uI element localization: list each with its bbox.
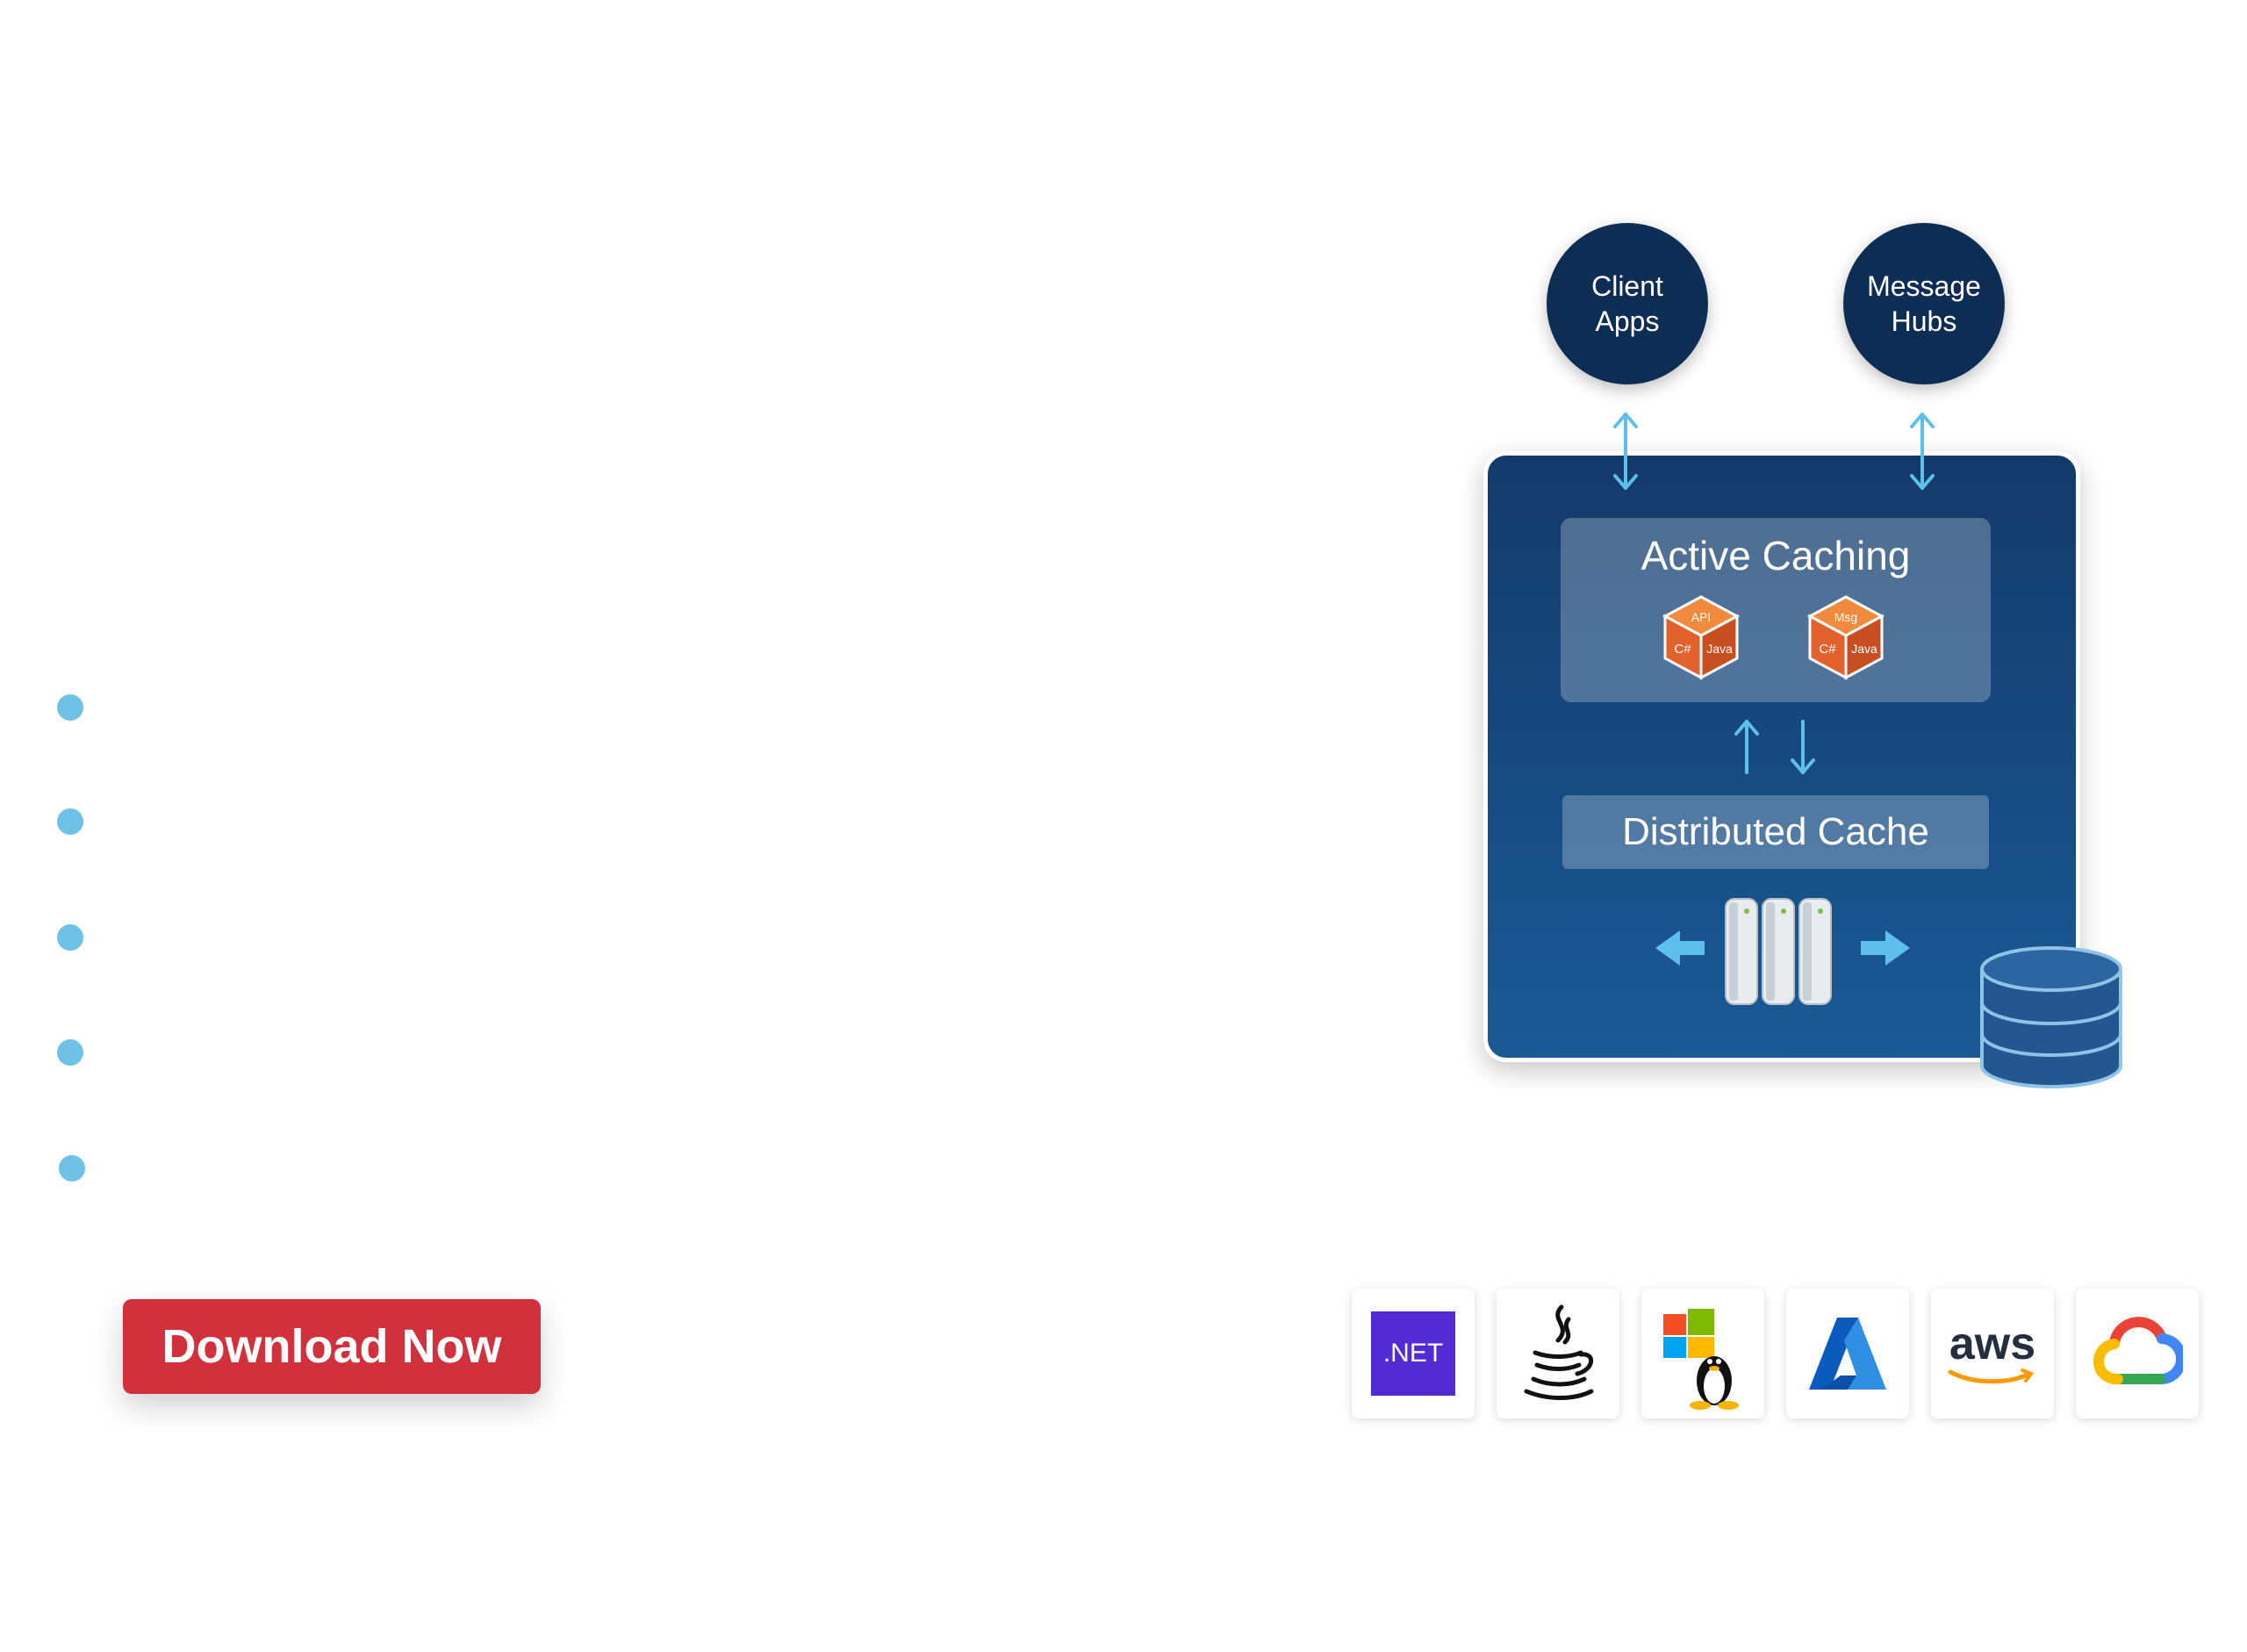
server-cluster-icon	[1655, 898, 1910, 1005]
distributed-cache-box: Distributed Cache	[1562, 795, 1989, 869]
bullet-dot	[57, 924, 83, 951]
active-caching-title: Active Caching	[1640, 533, 1911, 578]
msg-cube-icon: Msg C# Java	[1806, 595, 1885, 680]
bullet-dot	[57, 808, 83, 835]
api-cube-icon: API C# Java	[1662, 595, 1741, 680]
java-label: Java	[1706, 642, 1733, 656]
java-label: Java	[1851, 642, 1877, 656]
dotnet-icon: .NET	[1371, 1311, 1455, 1396]
client-apps-node: Client Apps	[1547, 223, 1708, 384]
client-apps-label-line1: Client	[1591, 270, 1663, 302]
bullet-dot	[57, 1039, 83, 1066]
message-hubs-node: Message Hubs	[1843, 223, 2005, 384]
google-cloud-icon	[2093, 1317, 2183, 1385]
bullet-dot	[59, 1155, 85, 1182]
csharp-label: C#	[1674, 642, 1691, 657]
dotnet-tile: .NET	[1352, 1289, 1475, 1419]
database-icon	[1980, 946, 2122, 1088]
scale-left-arrow-icon	[1655, 930, 1705, 966]
aws-icon: aws	[1949, 1318, 2036, 1369]
download-now-button[interactable]: Download Now	[123, 1299, 541, 1394]
distributed-cache-title: Distributed Cache	[1622, 810, 1929, 853]
java-tile	[1497, 1289, 1619, 1419]
bullet-dot	[57, 694, 83, 721]
windows-linux-icon	[1663, 1309, 1739, 1410]
api-label: API	[1691, 610, 1712, 624]
csharp-label: C#	[1819, 642, 1836, 657]
aws-tile: aws	[1931, 1289, 2054, 1419]
client-apps-label-line2: Apps	[1595, 305, 1660, 337]
scale-right-arrow-icon	[1861, 930, 1910, 966]
msg-label: Msg	[1834, 610, 1857, 624]
windows-linux-tile	[1641, 1289, 1764, 1419]
active-caching-box: Active Caching	[1561, 518, 1991, 702]
azure-icon	[1809, 1318, 1886, 1390]
dotnet-label: .NET	[1382, 1339, 1444, 1368]
aws-smile-icon	[1948, 1368, 2035, 1384]
java-icon	[1524, 1304, 1594, 1400]
message-hubs-label-line2: Hubs	[1891, 305, 1957, 337]
azure-tile	[1786, 1289, 1909, 1419]
message-hubs-label-line1: Message	[1867, 270, 1981, 302]
google-cloud-tile	[2076, 1289, 2199, 1419]
